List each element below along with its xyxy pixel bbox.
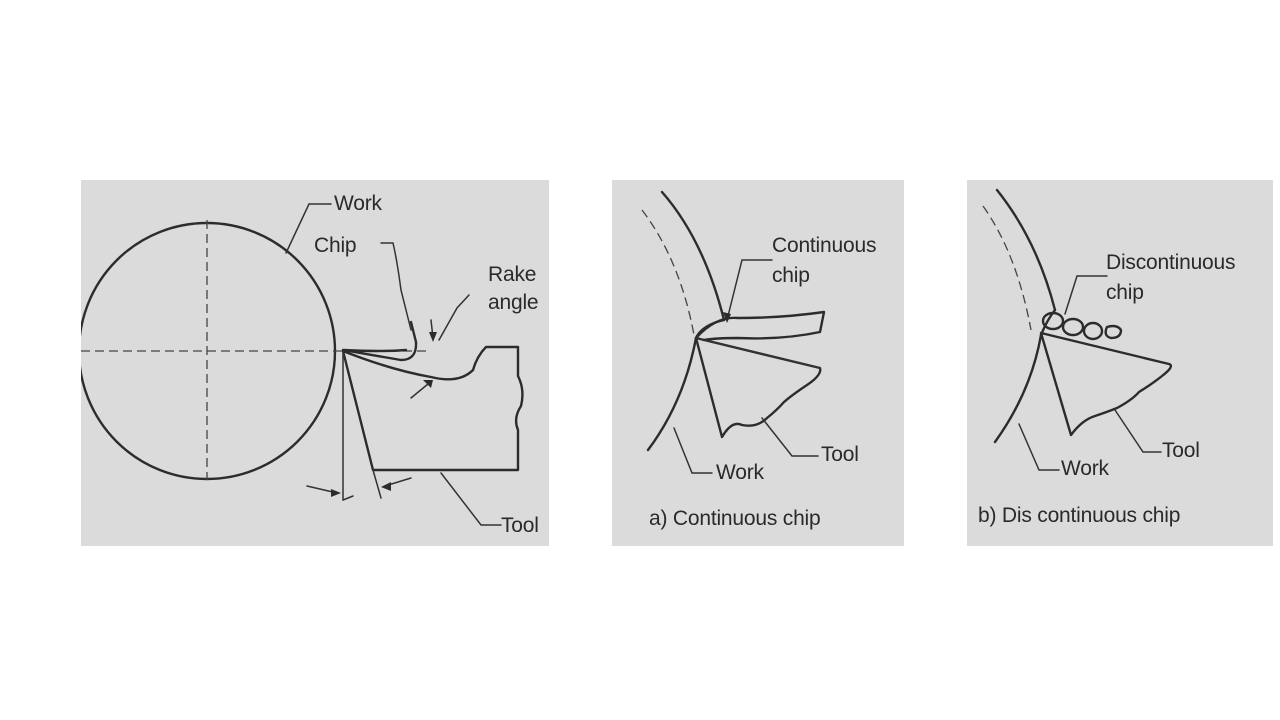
discontinuous-chip-label-line1: Discontinuous	[1106, 251, 1236, 274]
work-label: Work	[716, 461, 764, 484]
cutting-diagram-panel: Work Chip Rake angle Tool	[81, 180, 549, 546]
chip-segment-1	[1041, 311, 1065, 331]
tool-leader	[440, 472, 502, 526]
chip-leader	[380, 242, 412, 331]
tool-outline	[341, 345, 524, 472]
tool-leader	[1114, 409, 1162, 453]
work-leader	[285, 203, 332, 254]
continuous-chip-label-line2: chip	[772, 264, 810, 287]
discontinuous-chip-panel: Discontinuous chip Tool Work b) Dis cont…	[967, 180, 1273, 546]
discontinuous-chip-caption: b) Dis continuous chip	[978, 504, 1181, 527]
work-leader	[673, 427, 713, 474]
continuous-chip-panel: Continuous chip Tool Work a) Continuous …	[612, 180, 904, 546]
continuous-chip-label-line1: Continuous	[772, 234, 877, 257]
tool-outline	[1039, 331, 1173, 437]
clearance-arrow-low	[342, 495, 354, 501]
rake-arrowhead-bottom	[423, 380, 433, 388]
rake-arrow-bottom	[410, 383, 429, 399]
discontinuous-chip-drawing	[982, 188, 1173, 471]
tool-outline	[694, 336, 822, 439]
chip-segment-2	[1061, 317, 1085, 337]
work-surface-arc	[646, 190, 726, 452]
uncut-surface-dashed	[982, 205, 1032, 331]
clearance-arrowhead-left	[331, 489, 341, 497]
chip-segment-3	[1082, 321, 1104, 341]
work-surface-arc	[993, 188, 1057, 444]
clearance-flank-line	[372, 469, 382, 499]
rake-arrowhead-top	[429, 332, 437, 342]
continuous-chip-drawing	[641, 190, 826, 474]
rake-angle-leader	[438, 294, 470, 341]
uncut-surface-dashed	[641, 209, 695, 336]
chip-leader	[1064, 275, 1108, 315]
clearance-arrowhead-right	[381, 482, 391, 491]
tool-label: Tool	[501, 514, 539, 537]
chip-leader-arrowhead	[723, 312, 731, 323]
chip-outline	[341, 320, 418, 362]
rake-angle-label-line2: angle	[488, 291, 539, 314]
discontinuous-chip-label-line2: chip	[1106, 281, 1144, 304]
work-leader	[1018, 423, 1060, 471]
tool-rake-face	[695, 337, 821, 369]
tool-label: Tool	[821, 443, 859, 466]
continuous-chip-caption: a) Continuous chip	[649, 507, 821, 530]
tool-label: Tool	[1162, 439, 1200, 462]
tool-leader	[761, 417, 819, 457]
rake-angle-label-line1: Rake	[488, 263, 537, 286]
chip-label: Chip	[314, 234, 357, 257]
work-label: Work	[1061, 457, 1109, 480]
chip-leader	[726, 259, 773, 321]
work-label: Work	[334, 192, 382, 215]
cutting-diagram-drawing	[81, 203, 524, 526]
continuous-chip-band	[694, 310, 826, 342]
chip-segment-4	[1104, 324, 1123, 340]
